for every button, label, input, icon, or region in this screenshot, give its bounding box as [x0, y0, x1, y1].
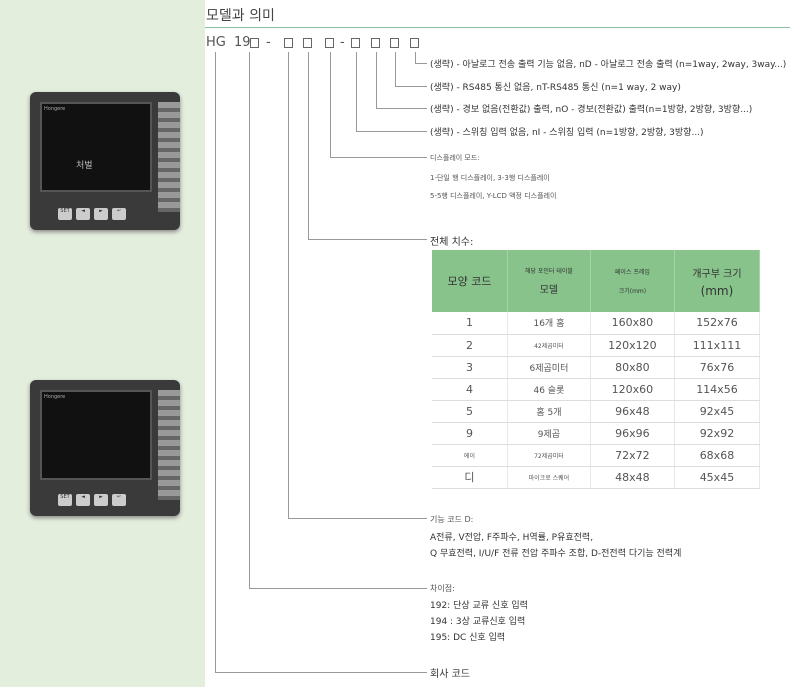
table-cell: 홈 5개	[507, 400, 591, 423]
function-line2: Q 무효전력, I/U/F 전류 전압 주파수 조합, D-전전력 다기능 전력…	[430, 549, 682, 559]
meter-image-2: Hongere SET ◄ ► ↵	[30, 380, 180, 516]
code-box	[284, 38, 293, 48]
code-hg: HG	[206, 35, 226, 50]
diff-line3: 195: DC 신호 입력	[430, 633, 506, 643]
meter-image-1: Hongere 처벌 SET ◄ ► ↵	[30, 92, 180, 230]
table-cell: 42제곱미터	[507, 334, 591, 357]
option-rs485: (생략) - RS485 통신 없음, nT-RS485 통신 (n=1 way…	[430, 83, 681, 93]
table-cell: 120x60	[590, 378, 675, 401]
table-cell: 92x45	[674, 400, 761, 423]
btn: ↵	[112, 494, 126, 506]
table-cell: 111x111	[674, 334, 761, 357]
table-cell: 80x80	[590, 356, 675, 379]
code-box	[303, 38, 312, 48]
function-line1: A전류, V전압, F주파수, H역률, P유효전력,	[430, 533, 594, 543]
display-line2: 5-5행 디스플레이, Y-LCD 액정 디스플레이	[430, 192, 557, 200]
divider	[205, 27, 790, 28]
table-cell: 5	[432, 400, 508, 423]
table-cell: 16개 홈	[507, 312, 591, 335]
code-box	[390, 38, 399, 48]
table-cell: 1	[432, 312, 508, 335]
header-shape-code: 모양 코드	[432, 250, 508, 312]
table-cell: 마이크로 스퀘어	[507, 466, 591, 489]
table-cell: 2	[432, 334, 508, 357]
function-label: 기능 코드 D:	[430, 515, 474, 524]
table-cell: 96x96	[590, 422, 675, 445]
btn: ►	[94, 494, 108, 506]
table-cell: 72x72	[590, 444, 675, 467]
table-cell: 45x45	[674, 466, 761, 489]
code-box	[250, 38, 259, 48]
table-cell: 68x68	[674, 444, 761, 467]
brand-logo: Hongere	[44, 106, 66, 112]
table-cell: 4	[432, 378, 508, 401]
table-cell: 46 슬롯	[507, 378, 591, 401]
brand-logo: Hongere	[44, 394, 66, 400]
table-cell: 120x120	[590, 334, 675, 357]
btn: SET	[58, 494, 72, 506]
table-cell: 48x48	[590, 466, 675, 489]
table-cell: 160x80	[590, 312, 675, 335]
display-text: 처벌	[76, 161, 93, 171]
table-cell: 디	[432, 466, 508, 489]
table-cell: 72제곱미터	[507, 444, 591, 467]
table-cell: 9	[432, 422, 508, 445]
btn: ↵	[112, 208, 126, 220]
diff-line2: 194 : 3상 교류신호 입력	[430, 617, 526, 627]
option-switch: (생략) - 스위칭 입력 없음, nI - 스위칭 입력 (n=1방향, 2방…	[430, 128, 704, 138]
table-cell: 152x76	[674, 312, 761, 335]
page-title: 모델과 의미	[206, 8, 275, 24]
table-cell: 92x92	[674, 422, 761, 445]
code-box	[410, 38, 419, 48]
code-19: 19	[234, 35, 251, 50]
option-alarm: (생략) - 경보 없음(전환값) 출력, nO - 경보(전환값) 출력(n=…	[430, 105, 753, 115]
table-cell: 3	[432, 356, 508, 379]
option-analog: (생략) - 아날로그 전송 출력 기능 없음, nD - 아날로그 전송 출력…	[430, 60, 787, 70]
btn: ►	[94, 208, 108, 220]
btn: SET	[58, 208, 72, 220]
header-cutout: 개구부 크기(mm)	[674, 250, 761, 312]
table-cell: 9제곱	[507, 422, 591, 445]
code-box	[325, 38, 334, 48]
btn: ◄	[76, 494, 90, 506]
table-cell: 에이	[432, 444, 508, 467]
btn: ◄	[76, 208, 90, 220]
dimensions-label: 전체 치수:	[430, 237, 474, 248]
product-image-panel: Hongere 처벌 SET ◄ ► ↵ Hongere SET ◄ ► ↵	[0, 0, 205, 687]
code-box	[351, 38, 360, 48]
display-line1: 1-단일 행 디스플레이, 3-3행 디스플레이	[430, 174, 550, 182]
code-dash: -	[340, 35, 345, 50]
table-cell: 76x76	[674, 356, 761, 379]
table-cell: 114x56	[674, 378, 761, 401]
diff-label: 차이점:	[430, 584, 455, 593]
diff-line1: 192: 단상 교류 신호 입력	[430, 601, 528, 611]
code-dash: -	[266, 35, 271, 50]
display-label: 디스플레이 모드:	[430, 154, 480, 162]
table-cell: 96x48	[590, 400, 675, 423]
company-code-label: 회사 코드	[430, 669, 470, 680]
table-cell: 6제곱미터	[507, 356, 591, 379]
code-box	[371, 38, 380, 48]
